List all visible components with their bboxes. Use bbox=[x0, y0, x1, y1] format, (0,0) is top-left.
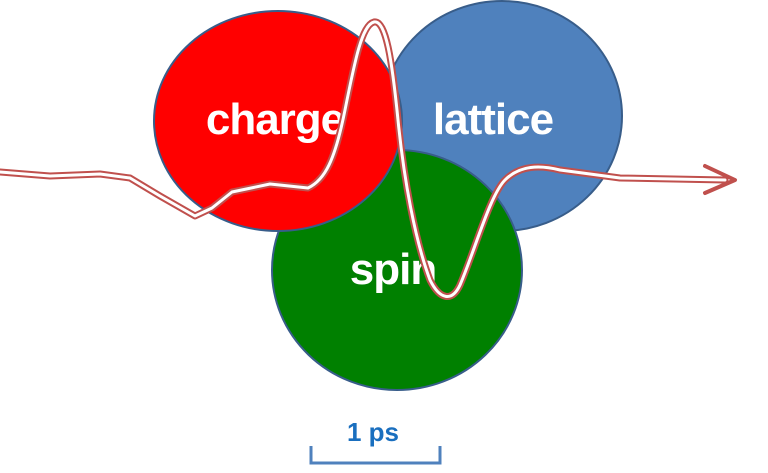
response-curve bbox=[0, 18, 737, 300]
lattice-label: lattice bbox=[433, 95, 553, 144]
arrowhead-icon bbox=[703, 164, 737, 195]
charge-label: charge bbox=[206, 95, 344, 144]
scale-bar-label: 1 ps bbox=[347, 417, 399, 447]
scale-bar-bracket bbox=[309, 446, 442, 465]
charge-circle bbox=[153, 10, 403, 232]
